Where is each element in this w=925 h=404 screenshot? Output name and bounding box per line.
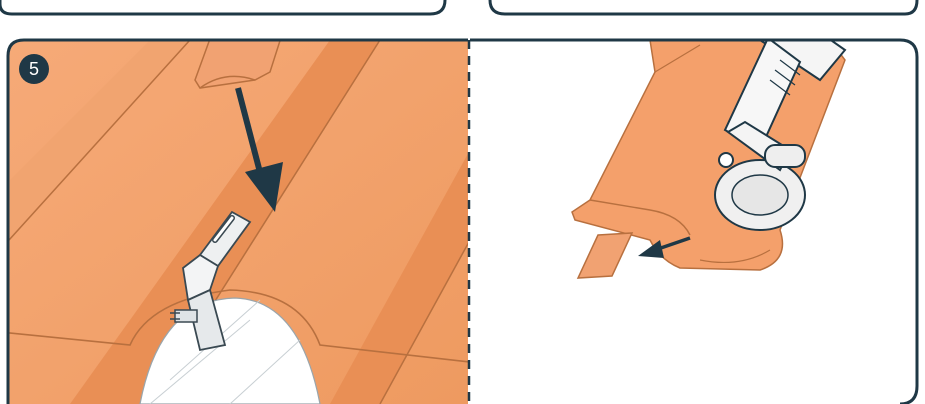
- previous-panel-right-edge: [490, 0, 917, 14]
- step-number-badge: 5: [19, 54, 49, 84]
- previous-panel-left-edge: [0, 0, 445, 14]
- left-panel: [0, 25, 470, 404]
- right-panel: [470, 15, 920, 404]
